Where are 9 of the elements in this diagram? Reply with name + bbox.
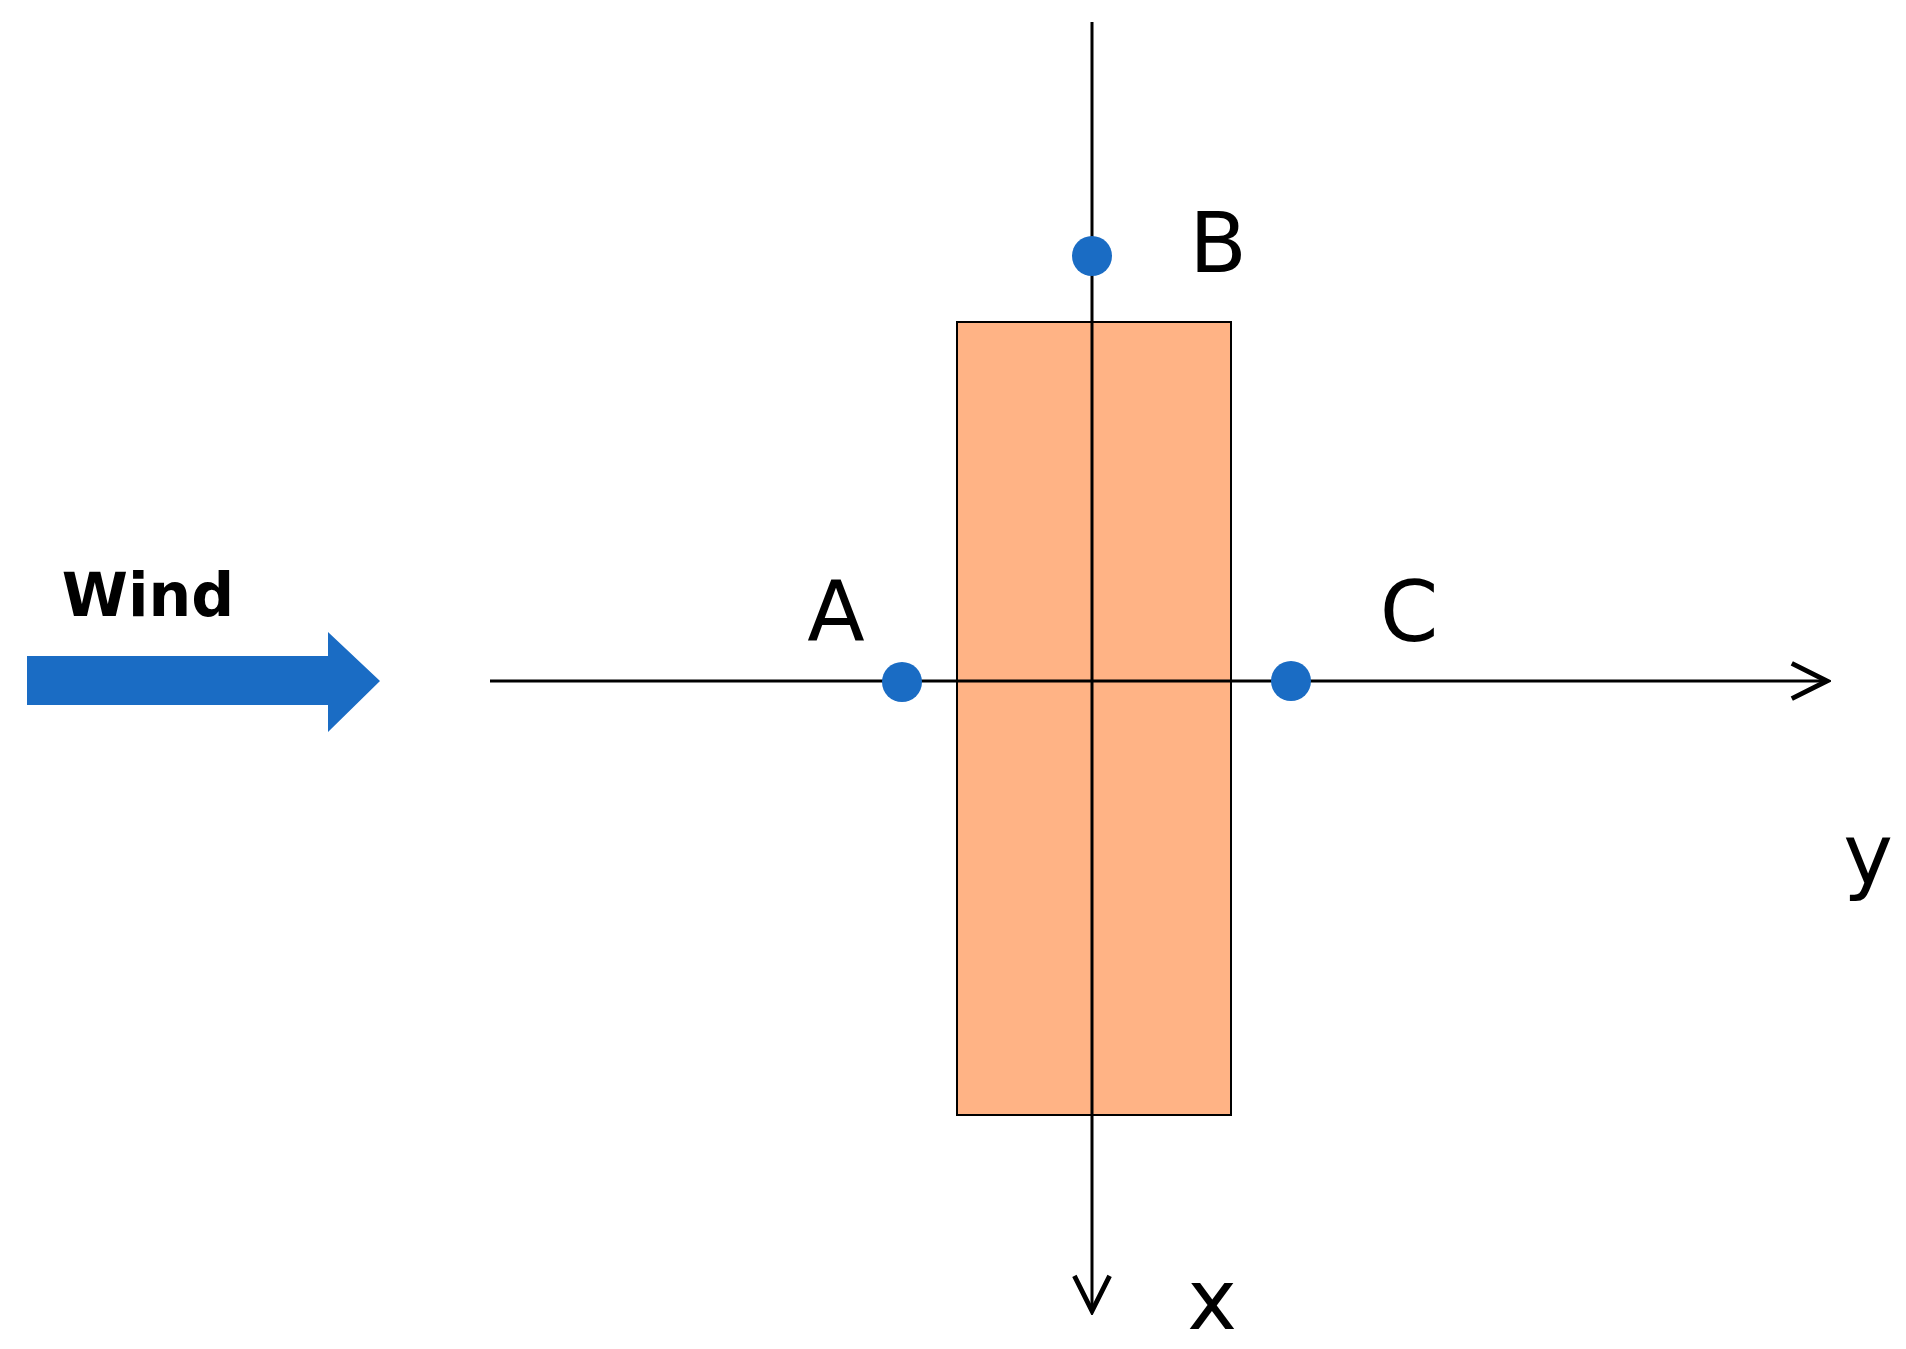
plate-rectangle xyxy=(956,321,1232,1116)
point-marker xyxy=(1271,661,1311,701)
point-marker xyxy=(1072,236,1112,276)
axis-label: x xyxy=(1187,1258,1237,1342)
wind-label: Wind xyxy=(61,565,235,625)
point-label: B xyxy=(1189,201,1247,285)
point-marker xyxy=(882,662,922,702)
point-label: C xyxy=(1379,570,1439,654)
point-label: A xyxy=(807,570,865,654)
